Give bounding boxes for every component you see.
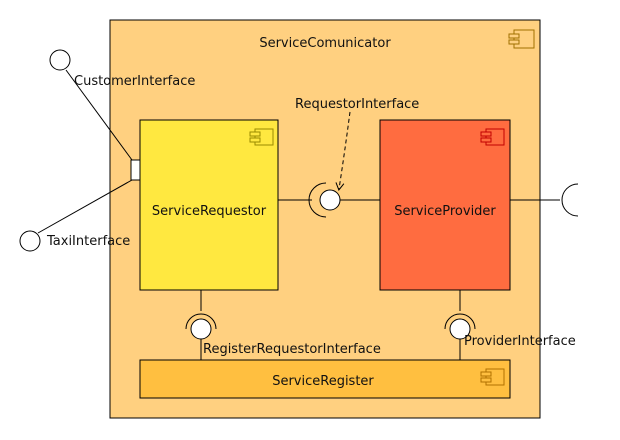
service-register-box bbox=[139, 359, 511, 399]
provider-interface-label: ProviderInterface bbox=[464, 334, 576, 349]
service-register-component[interactable]: ServiceRegister bbox=[139, 359, 511, 399]
service-provider-label: ServiceProvider bbox=[394, 204, 496, 219]
component-icon bbox=[508, 29, 535, 49]
taxi-interface-line bbox=[37, 179, 133, 234]
register-requestor-label: RegisterRequestorInterface bbox=[203, 342, 381, 357]
service-requestor-box bbox=[139, 119, 279, 291]
component-icon bbox=[480, 368, 505, 386]
customer-interface-circle bbox=[49, 49, 71, 71]
requestor-interface-circle bbox=[319, 189, 341, 211]
service-provider-component[interactable]: ServiceProvider bbox=[379, 119, 511, 291]
provider-external-socket[interactable] bbox=[510, 183, 579, 217]
service-register-label: ServiceRegister bbox=[272, 374, 374, 389]
service-provider-box bbox=[379, 119, 511, 291]
provider-register-connector[interactable]: ProviderInterface bbox=[444, 290, 576, 360]
register-requestor-circle bbox=[190, 318, 212, 340]
component-icon bbox=[249, 128, 274, 146]
component-icon bbox=[480, 128, 505, 146]
requestor-interface-connector[interactable] bbox=[278, 182, 380, 218]
taxi-interface-lollipop[interactable]: TaxiInterface bbox=[19, 179, 133, 252]
requestor-interface-label: RequestorInterface bbox=[295, 97, 419, 112]
service-requestor-component[interactable]: ServiceRequestor bbox=[139, 119, 279, 291]
taxi-interface-label: TaxiInterface bbox=[46, 234, 130, 249]
customer-interface-lollipop[interactable]: CustomerInterface bbox=[49, 49, 195, 161]
requestor-socket bbox=[308, 182, 327, 218]
service-comunicator-label: ServiceComunicator bbox=[259, 36, 391, 51]
requestor-interface-dependency-arrow bbox=[335, 111, 351, 191]
customer-interface-line bbox=[65, 69, 133, 161]
provider-register-socket bbox=[444, 313, 476, 330]
customer-interface-label: CustomerInterface bbox=[74, 74, 195, 89]
register-requestor-connector[interactable]: RegisterRequestorInterface bbox=[185, 290, 381, 360]
provider-external-arc bbox=[561, 183, 579, 217]
service-requestor-label: ServiceRequestor bbox=[152, 204, 267, 219]
register-requestor-socket bbox=[185, 313, 217, 330]
taxi-interface-circle bbox=[19, 230, 41, 252]
